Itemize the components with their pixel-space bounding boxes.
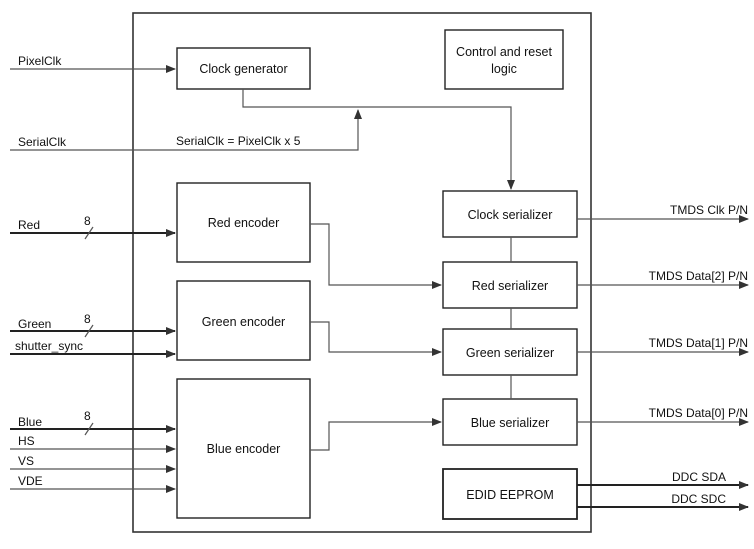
tmds-data0-output: TMDS Data[0] P/N (577, 406, 749, 426)
blue-encoder-to-serializer-wire (310, 418, 442, 451)
red-label: Red (18, 218, 40, 232)
ddc-sda-label: DDC SDA (672, 470, 726, 484)
red-encoder-to-serializer-wire (310, 223, 442, 289)
serialclk-input: SerialClk SerialClk = PixelClk x 5 (10, 109, 362, 151)
shutter-sync-label: shutter_sync (15, 339, 83, 353)
blue-input: Blue 8 (10, 409, 176, 436)
blue-serializer-label: Blue serializer (471, 416, 550, 430)
serialclk-label: SerialClk (18, 135, 67, 149)
control-reset-label-line1: Control and reset (456, 45, 552, 59)
pixelclk-input: PixelClk (10, 54, 176, 73)
vde-label: VDE (18, 474, 43, 488)
edid-eeprom-block: EDID EEPROM (442, 468, 578, 520)
green-bus-slash (84, 324, 94, 338)
shutter-sync-input: shutter_sync (10, 339, 176, 358)
green-serializer-label: Green serializer (466, 346, 554, 360)
blue-bus-width: 8 (84, 409, 91, 423)
tmds-data1-label: TMDS Data[1] P/N (649, 336, 748, 350)
tmds-clk-label: TMDS Clk P/N (670, 203, 748, 217)
tmds-data2-output: TMDS Data[2] P/N (577, 269, 749, 289)
control-reset-label-line2: logic (491, 62, 517, 76)
red-bus-slash (84, 226, 94, 240)
clock-serializer-label: Clock serializer (468, 208, 553, 222)
clock-generator-label: Clock generator (199, 62, 287, 76)
pixelclk-label: PixelClk (18, 54, 62, 68)
clock-serializer-block: Clock serializer (442, 190, 578, 238)
hs-input: HS (10, 434, 176, 453)
red-bus-width: 8 (84, 214, 91, 228)
red-serializer-label: Red serializer (472, 279, 548, 293)
clock-to-serializer-wire (242, 89, 515, 190)
control-reset-block: Control and reset logic (444, 29, 564, 90)
blue-encoder-label: Blue encoder (207, 442, 281, 456)
green-label: Green (18, 317, 51, 331)
red-serializer-block: Red serializer (442, 261, 578, 309)
ddc-sda-output: DDC SDA (577, 470, 749, 489)
edid-eeprom-label: EDID EEPROM (466, 488, 554, 502)
blue-serializer-block: Blue serializer (442, 398, 578, 446)
vs-label: VS (18, 454, 34, 468)
ddc-sdc-output: DDC SDC (577, 492, 749, 511)
red-encoder-label: Red encoder (208, 216, 280, 230)
red-encoder-block: Red encoder (176, 182, 311, 263)
green-encoder-to-serializer-wire (310, 321, 442, 356)
vs-input: VS (10, 454, 176, 473)
hs-label: HS (18, 434, 35, 448)
blue-label: Blue (18, 415, 42, 429)
green-serializer-block: Green serializer (442, 328, 578, 376)
red-input: Red 8 (10, 214, 176, 240)
blue-bus-slash (84, 422, 94, 436)
green-encoder-label: Green encoder (202, 315, 285, 329)
green-encoder-block: Green encoder (176, 280, 311, 361)
clock-generator-block: Clock generator (176, 47, 311, 90)
tmds-data1-output: TMDS Data[1] P/N (577, 336, 749, 356)
vde-input: VDE (10, 474, 176, 493)
serialclk-equation: SerialClk = PixelClk x 5 (176, 134, 301, 148)
green-bus-width: 8 (84, 312, 91, 326)
green-input: Green 8 (10, 312, 176, 338)
tmds-clk-output: TMDS Clk P/N (577, 203, 749, 223)
tmds-data0-label: TMDS Data[0] P/N (649, 406, 748, 420)
ddc-sdc-label: DDC SDC (671, 492, 726, 506)
tmds-data2-label: TMDS Data[2] P/N (649, 269, 748, 283)
blue-encoder-block: Blue encoder (176, 378, 311, 519)
